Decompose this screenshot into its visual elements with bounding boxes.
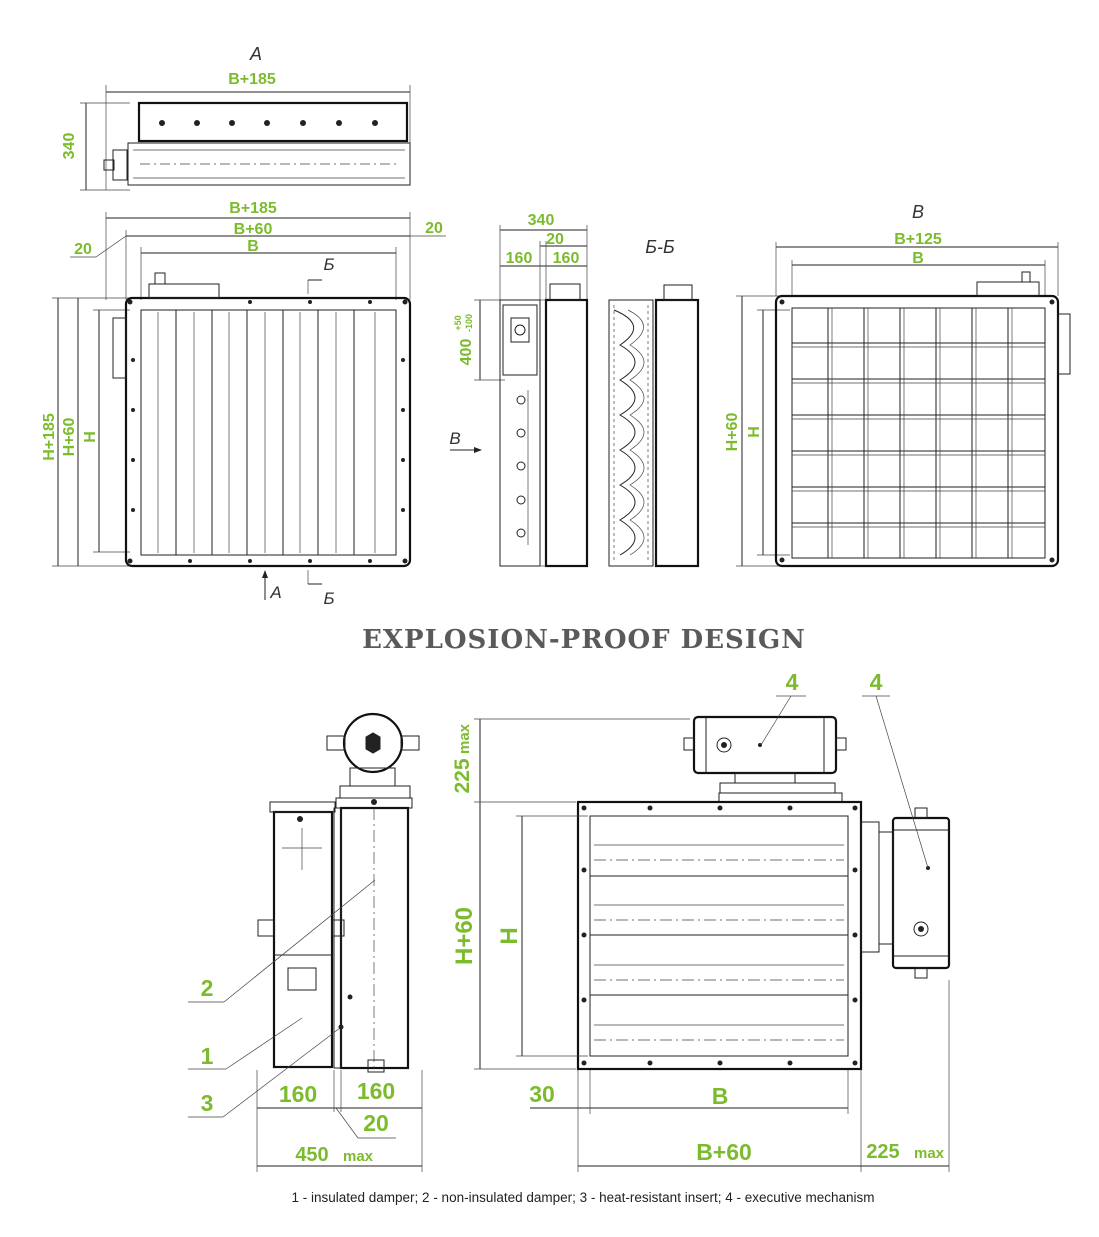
ex-side-dim-20: 20 <box>363 1110 389 1136</box>
top-dim-b185: B+185 <box>228 71 276 88</box>
grille-dim-b125: B+125 <box>894 231 942 248</box>
arrow-b-label: В <box>449 429 460 448</box>
side-view: 340 20 160 160 400 +50 -100 В <box>449 212 589 568</box>
cut-mark-bottom: Б <box>323 589 334 608</box>
top-view-a: A B+185 340 <box>61 44 411 191</box>
ex-front-dim-30: 30 <box>529 1081 555 1107</box>
ex-front-dim-225-right-max: max <box>914 1145 945 1162</box>
callout-3: 3 <box>201 1090 214 1116</box>
ex-front-dim-225-right: 225 <box>866 1141 899 1163</box>
ex-side-dim-160-right: 160 <box>357 1078 395 1104</box>
grille-dim-b: B <box>912 250 924 267</box>
section-label: Б-Б <box>645 237 675 257</box>
ex-side-dim-450-max: max <box>343 1148 374 1165</box>
ex-front-dim-h: H <box>496 927 523 944</box>
ex-side-view: 160 160 20 450 max 2 1 3 <box>188 712 423 1172</box>
callout-4-left: 4 <box>786 669 799 695</box>
ex-side-dim-160-left: 160 <box>279 1081 317 1107</box>
grille-dim-h60: H+60 <box>724 413 741 452</box>
front-dim-20-right: 20 <box>425 220 443 237</box>
callout-2: 2 <box>201 975 214 1001</box>
side-dim-400: 400 <box>458 339 475 366</box>
side-dim-160-left: 160 <box>506 250 533 267</box>
front-dim-b: B <box>247 238 259 255</box>
top-dim-340: 340 <box>61 133 78 160</box>
ex-front-dim-h60: H+60 <box>451 907 478 965</box>
front-dim-h60: H+60 <box>61 418 78 457</box>
front-dim-h: H <box>82 431 99 443</box>
front-dim-b185: B+185 <box>229 200 277 217</box>
ex-front-dim-b60: B+60 <box>696 1139 752 1165</box>
front-dim-h185: H+185 <box>41 413 58 461</box>
ex-front-dim-225-top-max: max <box>456 723 473 754</box>
side-dim-160-right: 160 <box>553 250 580 267</box>
side-dim-340: 340 <box>528 212 555 229</box>
view-a-label: A <box>249 44 262 64</box>
side-dim-tol-minus: -100 <box>464 314 474 332</box>
grille-view: В B+125 B H+60 H <box>724 202 1071 568</box>
callout-4-right: 4 <box>870 669 883 695</box>
ex-front-dim-225-top: 225 <box>451 758 474 793</box>
side-dim-20: 20 <box>546 231 564 248</box>
callout-1: 1 <box>201 1043 214 1069</box>
cut-mark-top: Б <box>323 255 334 274</box>
front-dim-20-left: 20 <box>74 241 92 258</box>
arrow-a-label: A <box>269 583 281 602</box>
legend-caption: 1 - insulated damper; 2 - non-insulated … <box>291 1190 874 1205</box>
section-title: EXPLOSION-PROOF DESIGN <box>362 625 806 655</box>
section-bb: Б-Б <box>608 237 700 568</box>
ex-side-dim-450: 450 <box>295 1144 328 1166</box>
grille-dim-h: H <box>746 426 763 438</box>
ex-front-view: 225 max H+60 H 30 B B+60 225 max 4 4 <box>451 669 951 1172</box>
side-dim-tol-plus: +50 <box>453 315 463 330</box>
front-view: B+185 B+60 B 20 20 H+185 H+60 H <box>41 200 446 608</box>
view-b-label: В <box>912 202 924 222</box>
front-dim-b60: B+60 <box>234 221 273 238</box>
ex-front-dim-b: B <box>712 1083 729 1109</box>
